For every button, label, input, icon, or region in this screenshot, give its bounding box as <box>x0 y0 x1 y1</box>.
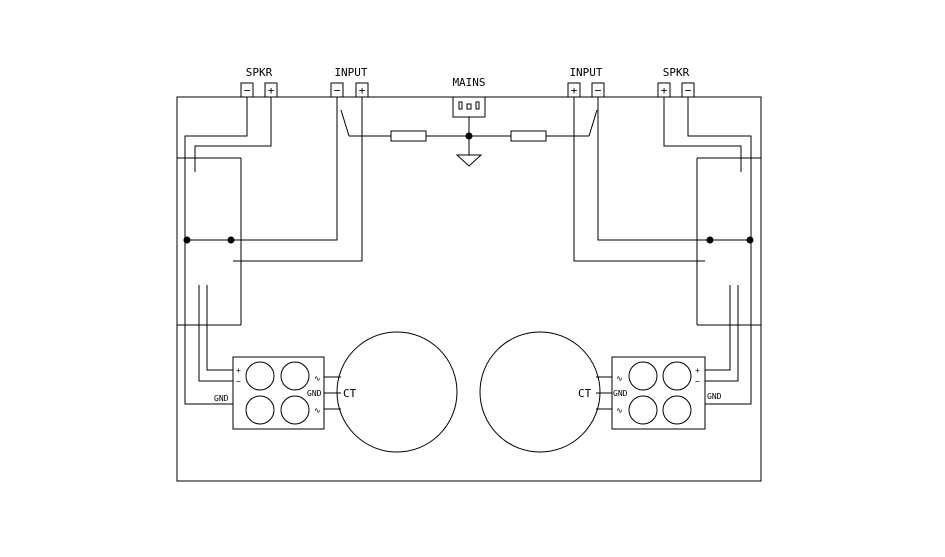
capacitor-can <box>245 361 275 391</box>
terminal-sign: + <box>359 84 366 97</box>
terminal-sign: − <box>334 84 341 97</box>
junction-dot <box>227 236 235 244</box>
ac-in-label: ∿ <box>314 406 321 415</box>
junction-dot <box>706 236 714 244</box>
capacitor-can <box>245 395 275 425</box>
input-left-minus-wire <box>187 97 338 241</box>
capacitor-can <box>662 395 692 425</box>
supply-minus-wire <box>198 285 233 382</box>
capacitor-can <box>662 361 692 391</box>
supply-minus-wire <box>705 285 739 382</box>
mains-pin <box>466 103 472 110</box>
toroid-transformer <box>479 331 601 453</box>
input-left-ground-wire <box>340 109 350 137</box>
mains-inlet <box>452 96 486 118</box>
spkr-right-minus-wire <box>687 97 752 405</box>
spkr-right-label: SPKR <box>663 66 690 79</box>
plus-label: + <box>695 366 700 375</box>
right-wiring <box>573 97 754 405</box>
capacitor-can <box>280 361 310 391</box>
mains-socket <box>452 96 486 118</box>
right-amp-module <box>696 157 761 326</box>
spkr-left-label: SPKR <box>246 66 273 79</box>
resistor-left <box>390 130 427 142</box>
input-right-ground-wire <box>588 109 598 137</box>
gnd-label: GND <box>707 392 722 401</box>
toroid-transformer <box>336 331 458 453</box>
ground-resistor-network <box>349 117 589 167</box>
gnd-label: GND <box>214 394 229 403</box>
input-left-plus-wire <box>233 97 363 262</box>
resistor-right <box>510 130 547 142</box>
junction-dot <box>746 236 754 244</box>
ac-in-label: ∿ <box>314 374 321 383</box>
spkr-right-terminals: + − <box>657 82 695 98</box>
supply-plus-wire <box>206 285 233 371</box>
left-rectifier: + − GND ∿ ∿ <box>214 356 325 430</box>
ac-in-label: ∿ <box>616 406 623 415</box>
input-right-terminals: + − <box>567 82 605 98</box>
ground-icon <box>455 154 483 167</box>
input-right-plus-wire <box>573 97 705 262</box>
terminal-sign: + <box>661 84 668 97</box>
input-right-minus-wire <box>597 97 751 241</box>
spkr-right-plus-wire <box>663 97 742 172</box>
terminal-sign: − <box>595 84 602 97</box>
minus-label: − <box>236 377 241 386</box>
ct-label: CT <box>343 387 357 400</box>
capacitor-can <box>628 361 658 391</box>
ct-label: CT <box>578 387 592 400</box>
left-wiring <box>183 97 363 405</box>
input-left-terminals: − + <box>330 82 369 98</box>
junction-dot <box>183 236 191 244</box>
mains-label: MAINS <box>452 76 485 89</box>
spkr-left-plus-wire <box>194 97 272 172</box>
gnd-label: GND <box>307 389 322 398</box>
ac-in-label: ∿ <box>616 374 623 383</box>
mains-pin <box>458 101 463 110</box>
minus-label: − <box>695 377 700 386</box>
mains-pin <box>475 101 480 110</box>
terminal-sign: − <box>685 84 692 97</box>
input-right-label: INPUT <box>569 66 602 79</box>
capacitor-can <box>628 395 658 425</box>
right-rectifier: + − GND ∿ ∿ <box>611 356 722 430</box>
input-left-label: INPUT <box>334 66 367 79</box>
spkr-left-minus-wire <box>184 97 248 405</box>
terminal-sign: + <box>571 84 578 97</box>
right-transformer: GND CT <box>479 331 628 453</box>
left-transformer: GND CT <box>307 331 458 453</box>
supply-plus-wire <box>705 285 731 371</box>
plus-label: + <box>236 366 241 375</box>
terminal-sign: + <box>268 84 275 97</box>
left-amp-module <box>177 157 242 326</box>
terminal-sign: − <box>244 84 251 97</box>
capacitor-can <box>280 395 310 425</box>
spkr-left-terminals: − + <box>240 82 278 98</box>
gnd-label: GND <box>613 389 628 398</box>
